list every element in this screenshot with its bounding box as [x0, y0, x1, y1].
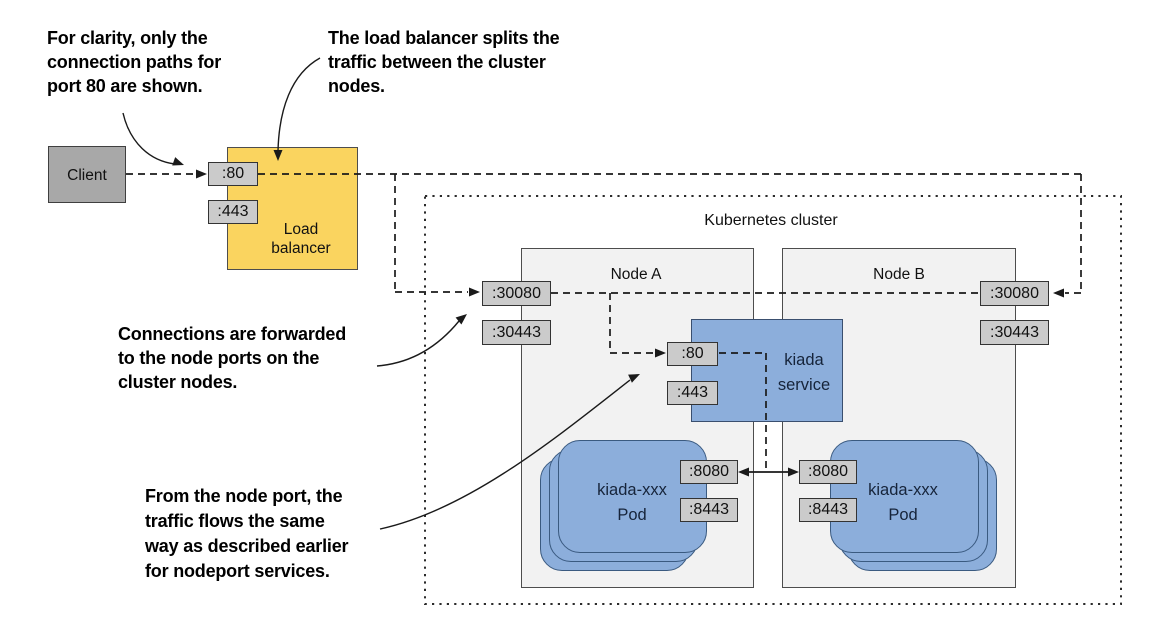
annotation-nodeport: From the node port, the traffic flows th…: [145, 486, 349, 581]
pod-a-label: kiada-xxx Pod: [597, 481, 667, 524]
branch-to-node-b-line: [1065, 174, 1082, 294]
arrowhead-into-node-b-30080: [1053, 288, 1064, 298]
kubernetes-cluster-label: Kubernetes cluster: [704, 212, 838, 229]
split-annotation-curve: [277, 57, 321, 152]
kiada-service-label: kiada service: [777, 351, 831, 394]
arrowhead-forwarded: [455, 314, 467, 325]
service-port-80: :80: [667, 342, 718, 366]
load-balancer-label: Load balancer: [271, 221, 331, 257]
node-a-label: Node A: [610, 266, 662, 283]
pod-a-port-8443: :8443: [680, 498, 738, 522]
arrowhead-into-node-a-30080: [469, 287, 480, 297]
node-b-label: Node B: [873, 266, 925, 283]
node-a-port-30080: :30080: [482, 281, 551, 306]
clarity-annotation-curve: [122, 112, 176, 165]
client-label: Client: [67, 167, 107, 184]
arrowhead-clarity: [172, 157, 184, 166]
annotation-forwarded: Connections are forwarded to the node po…: [118, 324, 347, 392]
client-box: [48, 146, 126, 203]
forwarded-annotation-curve: [376, 320, 460, 367]
node-b-port-30443: :30443: [980, 320, 1049, 345]
pod-b-port-8080: :8080: [799, 460, 857, 484]
pod-b-label: kiada-xxx Pod: [868, 481, 938, 524]
pod-b-port-8443: :8443: [799, 498, 857, 522]
lb-port-443: :443: [208, 200, 258, 224]
pod-a-port-8080: :8080: [680, 460, 738, 484]
annotation-clarity: For clarity, only the connection paths f…: [47, 28, 222, 96]
branch-to-node-a-line: [394, 174, 468, 293]
service-port-443: :443: [667, 381, 718, 405]
node-b-port-30080: :30080: [980, 281, 1049, 306]
arrowhead-into-lb-80: [196, 169, 207, 179]
annotation-split: The load balancer splits the traffic bet…: [328, 28, 560, 96]
lb-port-80: :80: [208, 162, 258, 186]
node-a-port-30443: :30443: [482, 320, 551, 345]
